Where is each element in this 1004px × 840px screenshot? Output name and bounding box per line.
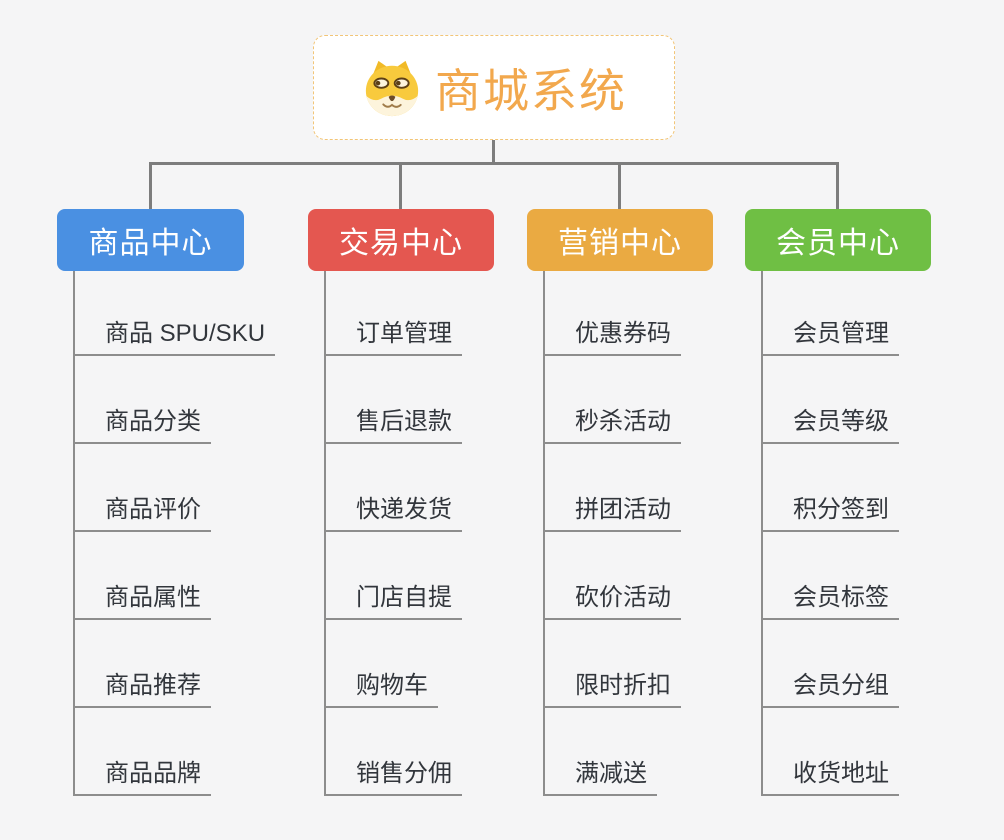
subtree-marketing-center: 优惠券码 秒杀活动 拼团活动 砍价活动 限时折扣 满减送	[543, 268, 681, 796]
leaf-node[interactable]: 快递发货	[326, 444, 462, 532]
leaf-label: 限时折扣	[545, 665, 681, 708]
shiba-dog-face-icon	[361, 58, 423, 118]
leaf-label: 订单管理	[326, 313, 462, 356]
connector-drop-product	[149, 164, 152, 210]
leaf-node[interactable]: 售后退款	[326, 356, 462, 444]
leaf-node[interactable]: 满减送	[545, 708, 681, 796]
leaf-node[interactable]: 商品属性	[75, 532, 275, 620]
connector-bus	[149, 162, 839, 165]
branch-member-center: 会员中心 会员管理 会员等级 积分签到 会员标签 会员分组 收货地址	[745, 209, 931, 796]
leaf-label: 商品属性	[75, 577, 211, 620]
leaf-node[interactable]: 砍价活动	[545, 532, 681, 620]
leaf-label: 门店自提	[326, 577, 462, 620]
connector-root-stub	[492, 139, 495, 165]
connector-drop-member	[836, 164, 839, 210]
leaf-label: 会员分组	[763, 665, 899, 708]
connector-drop-trade	[399, 164, 402, 210]
leaf-node[interactable]: 收货地址	[763, 708, 899, 796]
branch-box-product-center[interactable]: 商品中心	[57, 209, 244, 271]
leaf-label: 商品品牌	[75, 753, 211, 796]
root-node[interactable]: 商城系统	[313, 35, 675, 140]
subtree-member-center: 会员管理 会员等级 积分签到 会员标签 会员分组 收货地址	[761, 268, 899, 796]
leaf-label: 积分签到	[763, 489, 899, 532]
leaf-node[interactable]: 商品评价	[75, 444, 275, 532]
leaf-label: 商品评价	[75, 489, 211, 532]
leaf-node[interactable]: 拼团活动	[545, 444, 681, 532]
branch-box-marketing-center[interactable]: 营销中心	[527, 209, 713, 271]
leaf-label: 砍价活动	[545, 577, 681, 620]
leaf-label: 售后退款	[326, 401, 462, 444]
leaf-label: 拼团活动	[545, 489, 681, 532]
leaf-label: 商品推荐	[75, 665, 211, 708]
leaf-node[interactable]: 限时折扣	[545, 620, 681, 708]
leaf-node[interactable]: 商品品牌	[75, 708, 275, 796]
leaf-label: 会员管理	[763, 313, 899, 356]
leaf-node[interactable]: 门店自提	[326, 532, 462, 620]
subtree-trade-center: 订单管理 售后退款 快递发货 门店自提 购物车 销售分佣	[324, 268, 462, 796]
leaf-node[interactable]: 会员标签	[763, 532, 899, 620]
leaf-node[interactable]: 积分签到	[763, 444, 899, 532]
leaf-label: 购物车	[326, 665, 438, 708]
branch-box-member-center[interactable]: 会员中心	[745, 209, 931, 271]
branch-box-trade-center[interactable]: 交易中心	[308, 209, 494, 271]
leaf-node[interactable]: 会员等级	[763, 356, 899, 444]
leaf-node[interactable]: 商品 SPU/SKU	[75, 268, 276, 356]
root-label: 商城系统	[435, 64, 627, 117]
leaf-node[interactable]: 会员管理	[763, 268, 899, 356]
leaf-label: 收货地址	[763, 753, 899, 796]
leaf-label: 优惠券码	[545, 313, 681, 356]
leaf-label: 会员等级	[763, 401, 899, 444]
leaf-label: 满减送	[545, 753, 657, 796]
leaf-label: 快递发货	[326, 489, 462, 532]
leaf-node[interactable]: 商品分类	[75, 356, 275, 444]
leaf-node[interactable]: 会员分组	[763, 620, 899, 708]
leaf-label: 销售分佣	[326, 753, 462, 796]
leaf-label: 商品 SPU/SKU	[75, 313, 276, 356]
leaf-node[interactable]: 优惠券码	[545, 268, 681, 356]
branch-product-center: 商品中心 商品 SPU/SKU 商品分类 商品评价 商品属性 商品推荐 商品品牌	[57, 209, 276, 796]
leaf-node[interactable]: 购物车	[326, 620, 462, 708]
leaf-node[interactable]: 销售分佣	[326, 708, 462, 796]
leaf-node[interactable]: 商品推荐	[75, 620, 275, 708]
leaf-label: 会员标签	[763, 577, 899, 620]
connector-drop-marketing	[618, 164, 621, 210]
leaf-node[interactable]: 订单管理	[326, 268, 462, 356]
branch-marketing-center: 营销中心 优惠券码 秒杀活动 拼团活动 砍价活动 限时折扣 满减送	[527, 209, 713, 796]
leaf-label: 商品分类	[75, 401, 211, 444]
leaf-label: 秒杀活动	[545, 401, 681, 444]
subtree-product-center: 商品 SPU/SKU 商品分类 商品评价 商品属性 商品推荐 商品品牌	[73, 268, 276, 796]
branch-trade-center: 交易中心 订单管理 售后退款 快递发货 门店自提 购物车 销售分佣	[308, 209, 494, 796]
leaf-node[interactable]: 秒杀活动	[545, 356, 681, 444]
